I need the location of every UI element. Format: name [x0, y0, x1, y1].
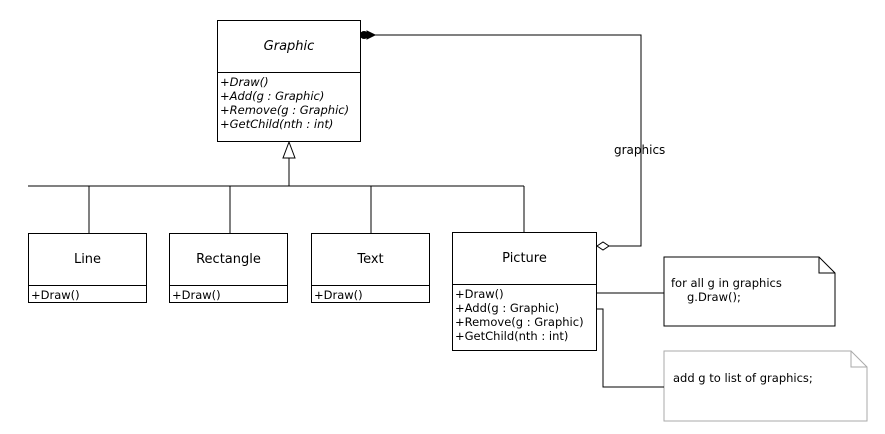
rectangle-class-name: Rectangle: [170, 234, 287, 286]
association-label: graphics: [614, 143, 666, 157]
aggregation-diamond: [596, 241, 610, 251]
draw-note-text: for all g in graphics g.Draw();: [671, 276, 782, 304]
graphic-op: +Add(g : Graphic): [220, 89, 325, 103]
text-op: +Draw(): [314, 288, 363, 302]
text-operations: +Draw(): [312, 286, 429, 302]
rectangle-op: +Draw(): [172, 288, 221, 302]
draw-note-line: for all g in graphics: [671, 276, 782, 290]
rectangle-class[interactable]: Rectangle +Draw(): [169, 233, 288, 303]
line-class[interactable]: Line +Draw(): [28, 233, 147, 303]
draw-note-line: g.Draw();: [687, 290, 741, 304]
generalization-arrowhead: [282, 140, 296, 159]
picture-class[interactable]: Picture +Draw() +Add(g : Graphic) +Remov…: [452, 232, 597, 351]
graphic-op: +GetChild(nth : int): [220, 117, 334, 131]
picture-class-name: Picture: [453, 233, 596, 285]
line-op: +Draw(): [31, 288, 80, 302]
text-class[interactable]: Text +Draw(): [311, 233, 430, 303]
graphic-class-name: Graphic: [218, 21, 360, 73]
graphic-class[interactable]: Graphic +Draw() +Add(g : Graphic) +Remov…: [217, 20, 361, 142]
add-note-shape: [663, 350, 868, 422]
rectangle-operations: +Draw(): [170, 286, 287, 302]
line-operations: +Draw(): [29, 286, 146, 302]
graphic-op: +Draw(): [220, 75, 269, 89]
add-note-fold: [850, 351, 867, 368]
picture-op: +Add(g : Graphic): [455, 301, 560, 315]
graphic-op: +Remove(g : Graphic): [220, 103, 350, 117]
add-note-line: add g to list of graphics;: [673, 371, 813, 385]
draw-note-fold: [818, 257, 835, 274]
aggregation-line: [375, 34, 642, 247]
picture-op: +GetChild(nth : int): [455, 329, 569, 343]
picture-op: +Remove(g : Graphic): [455, 315, 584, 329]
draw-note-shape: [663, 256, 836, 327]
picture-op: +Draw(): [455, 287, 504, 301]
graphic-operations: +Draw() +Add(g : Graphic) +Remove(g : Gr…: [218, 73, 360, 131]
association-end-dot: [360, 31, 368, 39]
text-class-name: Text: [312, 234, 429, 286]
line-class-name: Line: [29, 234, 146, 286]
add-note-text: add g to list of graphics;: [673, 371, 813, 385]
navigability-arrowhead: [366, 30, 377, 40]
picture-operations: +Draw() +Add(g : Graphic) +Remove(g : Gr…: [453, 285, 596, 343]
